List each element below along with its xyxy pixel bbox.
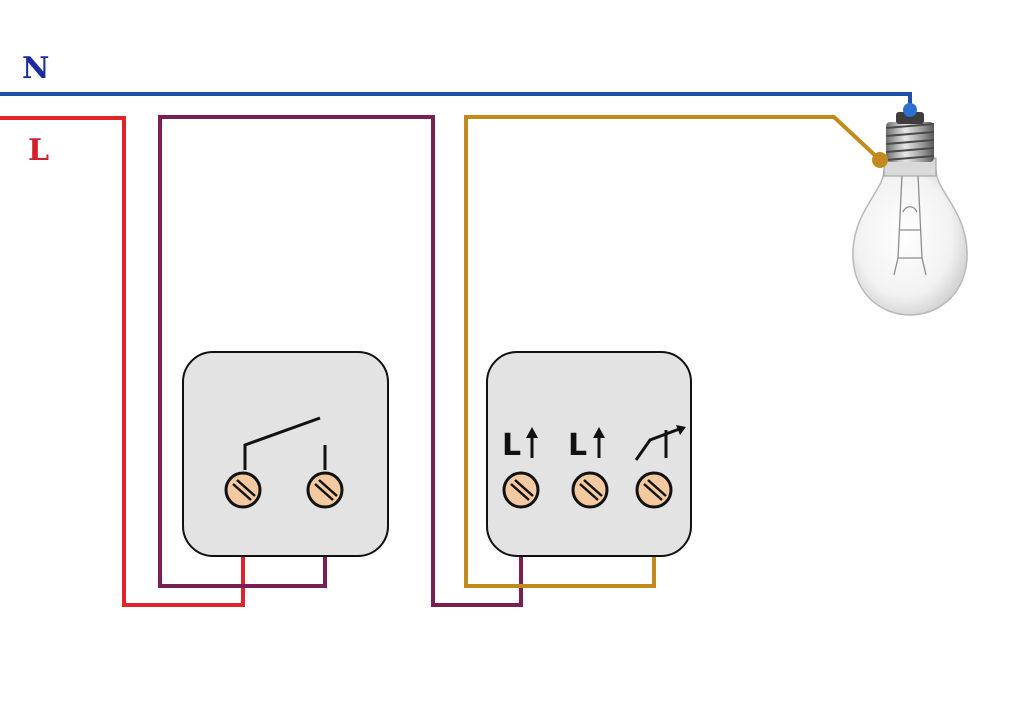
terminal-screw-icon (571, 471, 609, 509)
switch-left (182, 351, 389, 557)
switch-lever-icon (243, 416, 321, 470)
neutral-label: N (22, 51, 49, 86)
lamp-wire (464, 115, 882, 588)
terminal-label-l1: L (502, 428, 521, 463)
switch-left-body (182, 351, 389, 557)
bulb-filament (893, 174, 927, 276)
neutral-wire (0, 92, 912, 108)
terminal-screw-icon (306, 471, 344, 509)
light-bulb-icon (852, 103, 968, 316)
neutral-contact-dot (903, 103, 917, 117)
bulb-glass (852, 169, 968, 316)
live-label: L (28, 133, 49, 168)
terminal-screw-icon (224, 471, 262, 509)
switch-right: L L (486, 351, 692, 557)
switch-contact-icon (634, 425, 686, 461)
lamp-contact-dot (872, 152, 888, 168)
terminal-label-l2: L (568, 428, 587, 463)
live-wire (0, 116, 245, 607)
terminal-screw-icon (502, 471, 540, 509)
bulb-base (885, 112, 935, 162)
terminal-screw-icon (635, 471, 673, 509)
traveler-wire-1 (158, 115, 523, 607)
up-arrow-icon (593, 427, 605, 458)
up-arrow-icon (526, 427, 538, 458)
switch-right-body (486, 351, 692, 557)
